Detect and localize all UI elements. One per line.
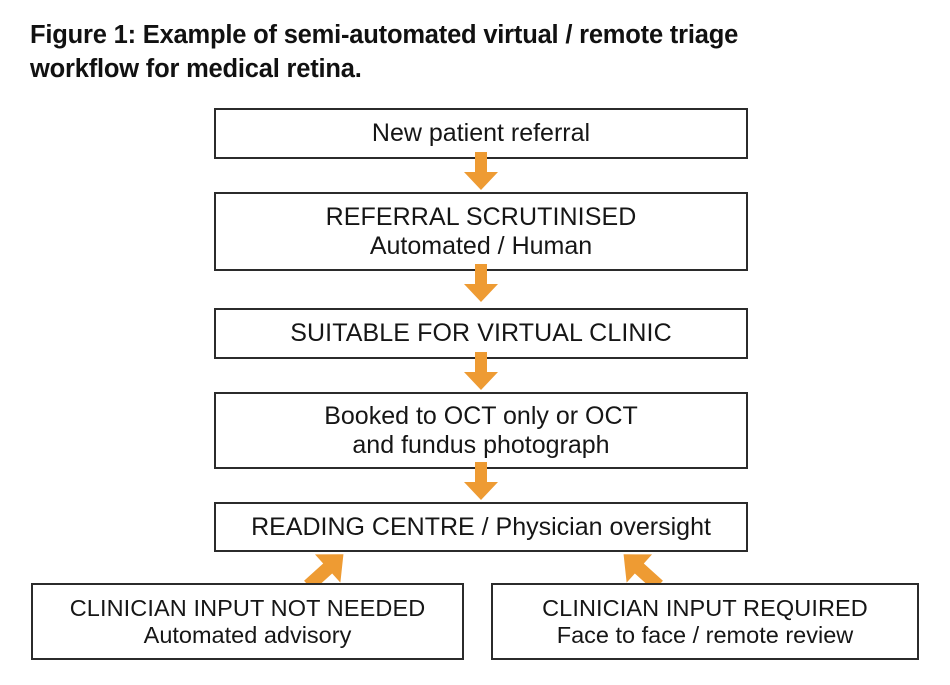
flow-node-suitable-line-1: SUITABLE FOR VIRTUAL CLINIC bbox=[290, 319, 672, 348]
flow-node-required-line-1: CLINICIAN INPUT REQUIRED bbox=[542, 594, 868, 621]
arrow-down-icon-booked-to-reading-centre bbox=[464, 462, 498, 500]
flow-node-referral-scrutinised: REFERRAL SCRUTINISED Automated / Human bbox=[214, 192, 748, 271]
flow-node-clinician-input-not-needed: CLINICIAN INPUT NOT NEEDED Automated adv… bbox=[31, 583, 464, 660]
arrow-down-icon-suitable-to-booked bbox=[464, 352, 498, 390]
flow-node-clinician-input-required: CLINICIAN INPUT REQUIRED Face to face / … bbox=[491, 583, 919, 660]
flow-node-new-patient-referral: New patient referral bbox=[214, 108, 748, 159]
figure-caption: Figure 1: Example of semi-automated virt… bbox=[30, 18, 860, 86]
flow-node-referral-line-1: New patient referral bbox=[371, 119, 591, 148]
figure-caption-line-1: Figure 1: Example of semi-automated virt… bbox=[30, 21, 739, 49]
flow-node-booked-line-2: and fundus photograph bbox=[352, 430, 610, 459]
arrow-down-right-icon-reading-to-required bbox=[610, 540, 671, 600]
flow-node-booked-line-1: Booked to OCT only or OCT bbox=[324, 402, 638, 430]
flow-node-scrutinised-line-2: Automated / Human bbox=[369, 231, 593, 260]
flow-node-not-needed-line-2: Automated advisory bbox=[143, 621, 352, 648]
figure-caption-line-2: workflow for medical retina. bbox=[30, 55, 362, 84]
arrow-down-left-icon-reading-to-not-needed bbox=[295, 540, 356, 600]
flow-node-reading-centre: READING CENTRE / Physician oversight bbox=[214, 502, 748, 552]
flow-node-booked-to-oct: Booked to OCT only or OCT and fundus pho… bbox=[214, 392, 748, 469]
flow-node-reading-line-1: READING CENTRE / Physician oversight bbox=[251, 512, 711, 541]
arrow-down-icon-scrutinised-to-suitable bbox=[464, 264, 498, 302]
arrow-down-icon-referral-to-scrutinised bbox=[464, 152, 498, 190]
flow-node-scrutinised-line-1: REFERRAL SCRUTINISED bbox=[325, 203, 637, 231]
flow-node-not-needed-line-1: CLINICIAN INPUT NOT NEEDED bbox=[69, 594, 426, 621]
flow-node-required-line-2: Face to face / remote review bbox=[556, 621, 854, 648]
